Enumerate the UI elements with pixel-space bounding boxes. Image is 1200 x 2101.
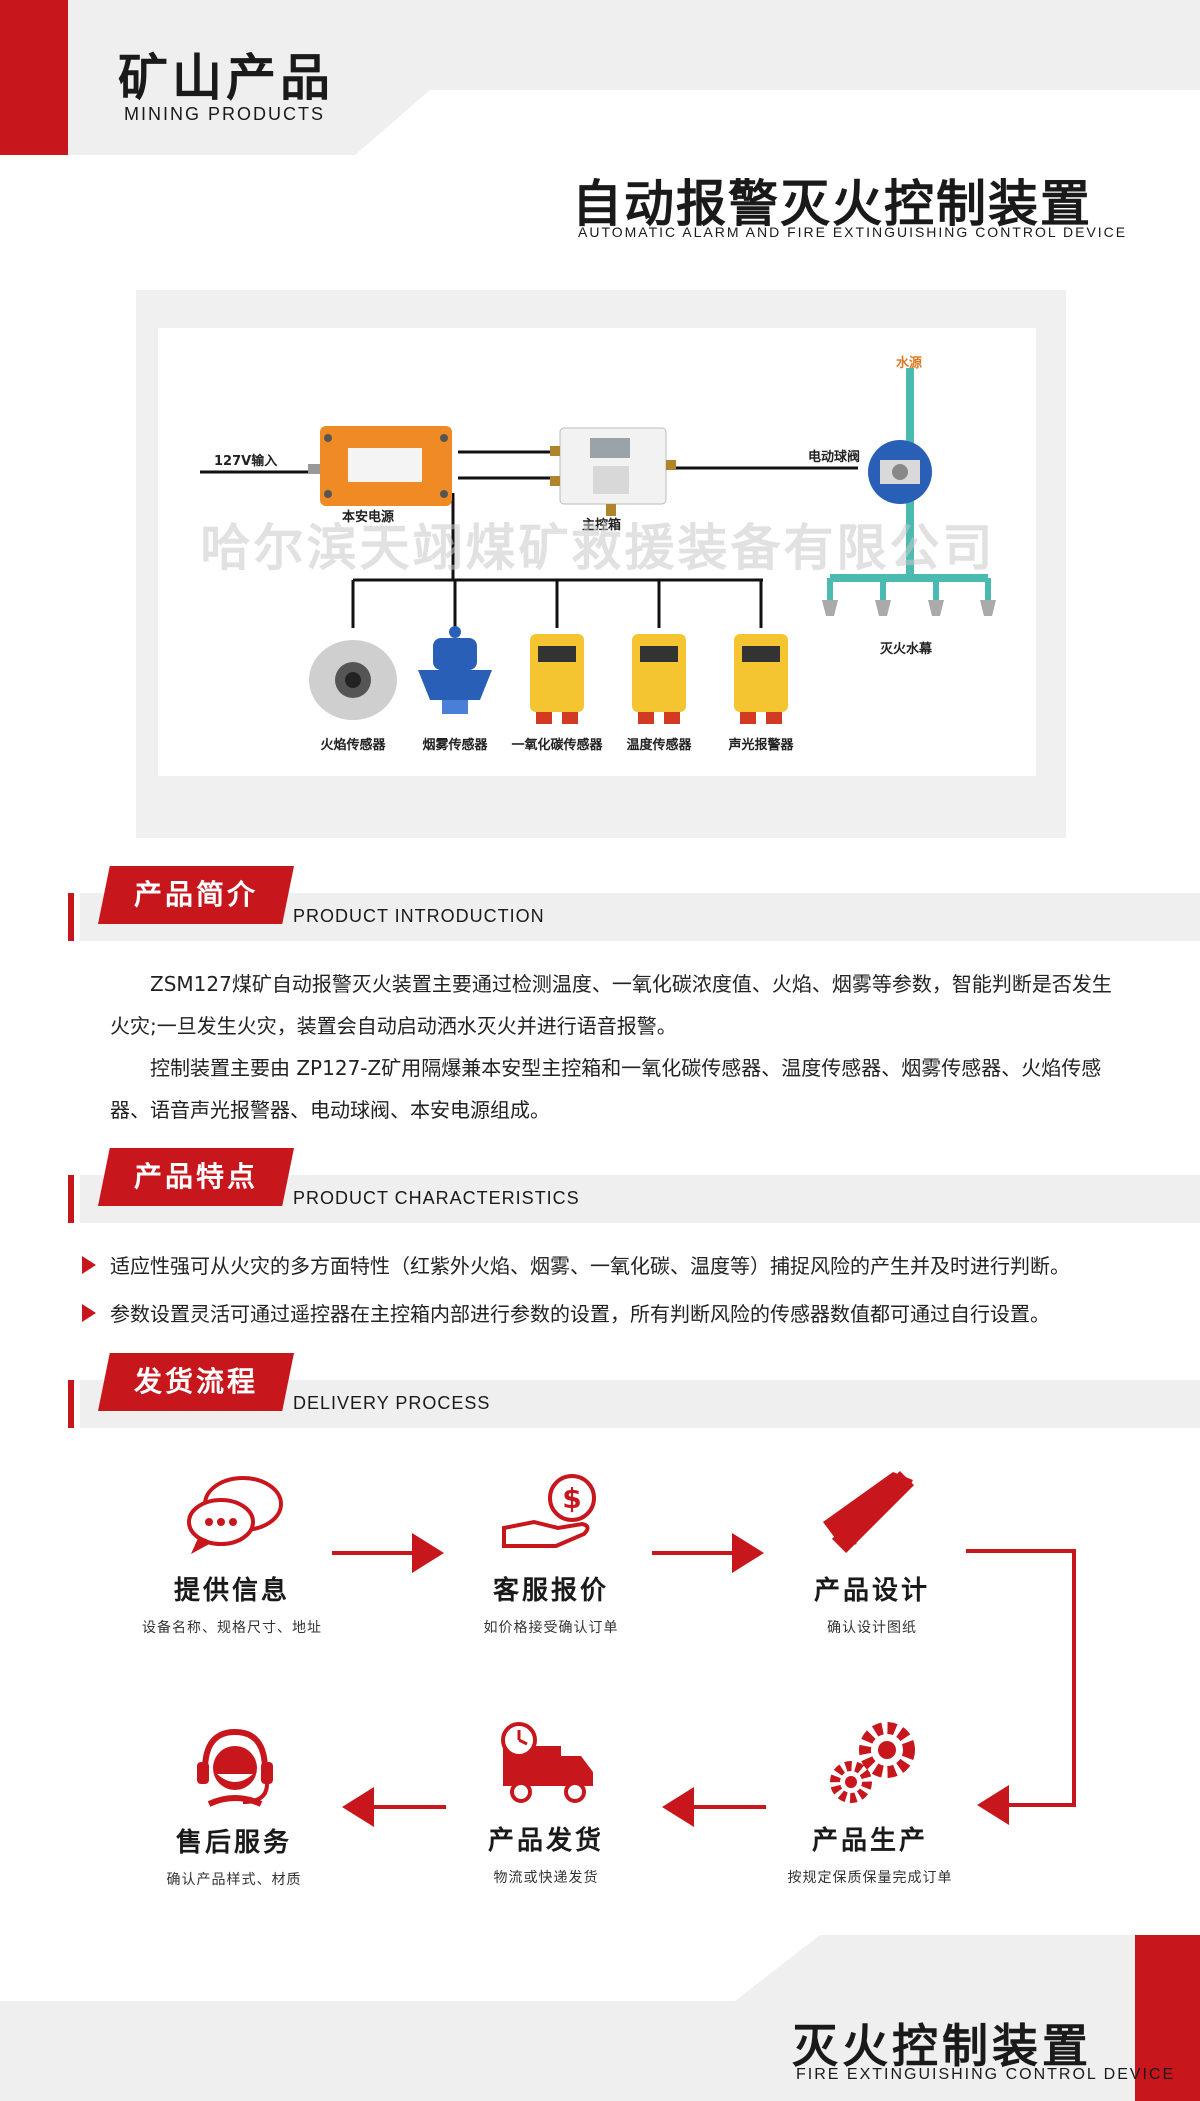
svg-text:$: $ bbox=[562, 1482, 581, 1515]
intro-paragraph-1: ZSM127煤矿自动报警灭火装置主要通过检测温度、一氧化碳浓度值、火焰、烟雾等参… bbox=[110, 972, 1112, 1038]
system-diagram: 127V输入 本安电源 主控箱 电动球阀 水源 灭火水幕 火焰传感器 烟雾传感器… bbox=[158, 328, 1036, 776]
section-bar bbox=[68, 1175, 74, 1223]
section-tab-delivery: 发货流程 bbox=[98, 1353, 294, 1411]
page-title: 自动报警灭火控制装置 bbox=[572, 175, 1092, 233]
triangle-bullet-icon bbox=[82, 1255, 96, 1274]
footer-white-wedge bbox=[0, 1935, 1135, 2001]
triangle-bullet-icon bbox=[82, 1303, 96, 1322]
valve-label: 电动球阀 bbox=[808, 450, 861, 465]
section-title: 产品简介 bbox=[133, 878, 258, 911]
process-step: 售后服务 确认产品样式、材质 bbox=[114, 1722, 354, 1889]
process-step: 产品生产 按规定保质保量完成订单 bbox=[750, 1720, 990, 1887]
process-step: 提供信息 设备名称、规格尺寸、地址 bbox=[112, 1470, 352, 1637]
section-bar bbox=[68, 1380, 74, 1428]
arrow-turn-icon bbox=[966, 1549, 1076, 1825]
system-diagram-svg bbox=[200, 368, 996, 724]
feature-item: 适应性强可从火灾的多方面特性（红紫外火焰、烟雾、一氧化碳、温度等）捕捉风险的产生… bbox=[82, 1250, 1070, 1279]
section-tab-intro: 产品简介 bbox=[98, 866, 294, 924]
section-title: 发货流程 bbox=[133, 1365, 258, 1398]
power-box-icon bbox=[308, 426, 452, 506]
page-subtitle: AUTOMATIC ALARM AND FIRE EXTINGUISHING C… bbox=[578, 224, 1128, 240]
sensor-label: 声光报警器 bbox=[728, 738, 794, 753]
controller-label: 主控箱 bbox=[582, 518, 622, 533]
sensor-label: 烟雾传感器 bbox=[422, 738, 488, 753]
watermark: 哈尔滨天翊煤矿救援装备有限公司 bbox=[200, 519, 996, 577]
process-step: 产品设计 确认设计图纸 bbox=[752, 1470, 992, 1637]
smoke-sensor-icon bbox=[418, 626, 492, 714]
flame-sensor-icon bbox=[309, 640, 397, 720]
section-tab-features: 产品特点 bbox=[98, 1148, 294, 1206]
footer-band bbox=[0, 2001, 1135, 2101]
truck-icon bbox=[426, 1720, 666, 1820]
process-step: 产品发货 物流或快递发货 bbox=[426, 1720, 666, 1887]
sensor-label: 温度传感器 bbox=[626, 738, 692, 753]
process-arrows bbox=[332, 1533, 1076, 1827]
brand-subtitle: MINING PRODUCTS bbox=[124, 104, 325, 124]
header-red-block bbox=[0, 0, 68, 155]
sprinkler-icon bbox=[822, 600, 996, 616]
ruler-pencil-icon bbox=[752, 1470, 992, 1570]
input-label: 127V输入 bbox=[214, 454, 278, 469]
footer-red-block bbox=[1135, 1935, 1200, 2101]
power-box-label: 本安电源 bbox=[342, 510, 395, 525]
section-bar bbox=[68, 893, 74, 941]
section-title-en: DELIVERY PROCESS bbox=[293, 1393, 491, 1413]
section-title: 产品特点 bbox=[133, 1160, 258, 1193]
process-step: $ 客服报价 如价格接受确认订单 bbox=[431, 1470, 671, 1637]
gears-icon bbox=[750, 1720, 990, 1820]
chat-icon bbox=[112, 1470, 352, 1570]
sensor-label: 一氧化碳传感器 bbox=[511, 738, 603, 753]
water-curtain-label: 灭火水幕 bbox=[880, 642, 933, 657]
water-source-label: 水源 bbox=[896, 356, 923, 371]
temperature-sensor-icon bbox=[632, 634, 686, 724]
header-white-wedge bbox=[0, 90, 1200, 290]
intro-paragraph-2: 控制装置主要由 ZP127-Z矿用隔爆兼本安型主控箱和一氧化碳传感器、温度传感器… bbox=[110, 1056, 1102, 1122]
controller-box-icon bbox=[550, 427, 676, 516]
alarm-icon bbox=[734, 634, 788, 724]
co-sensor-icon bbox=[530, 634, 584, 724]
footer-subtitle: FIRE EXTINGUISHING CONTROL DEVICE bbox=[796, 2066, 1176, 2083]
sensor-label: 火焰传感器 bbox=[320, 738, 386, 753]
headset-icon bbox=[114, 1722, 354, 1822]
section-title-en: PRODUCT INTRODUCTION bbox=[293, 906, 545, 926]
section-title-en: PRODUCT CHARACTERISTICS bbox=[293, 1188, 580, 1208]
footer-title: 灭火控制装置 bbox=[792, 2019, 1092, 2073]
dollar-hand-icon: $ bbox=[431, 1470, 671, 1570]
brand-title: 矿山产品 bbox=[118, 49, 334, 107]
valve-icon bbox=[868, 440, 932, 504]
feature-item: 参数设置灵活可通过遥控器在主控箱内部进行参数的设置，所有判断风险的传感器数值都可… bbox=[82, 1298, 1050, 1327]
